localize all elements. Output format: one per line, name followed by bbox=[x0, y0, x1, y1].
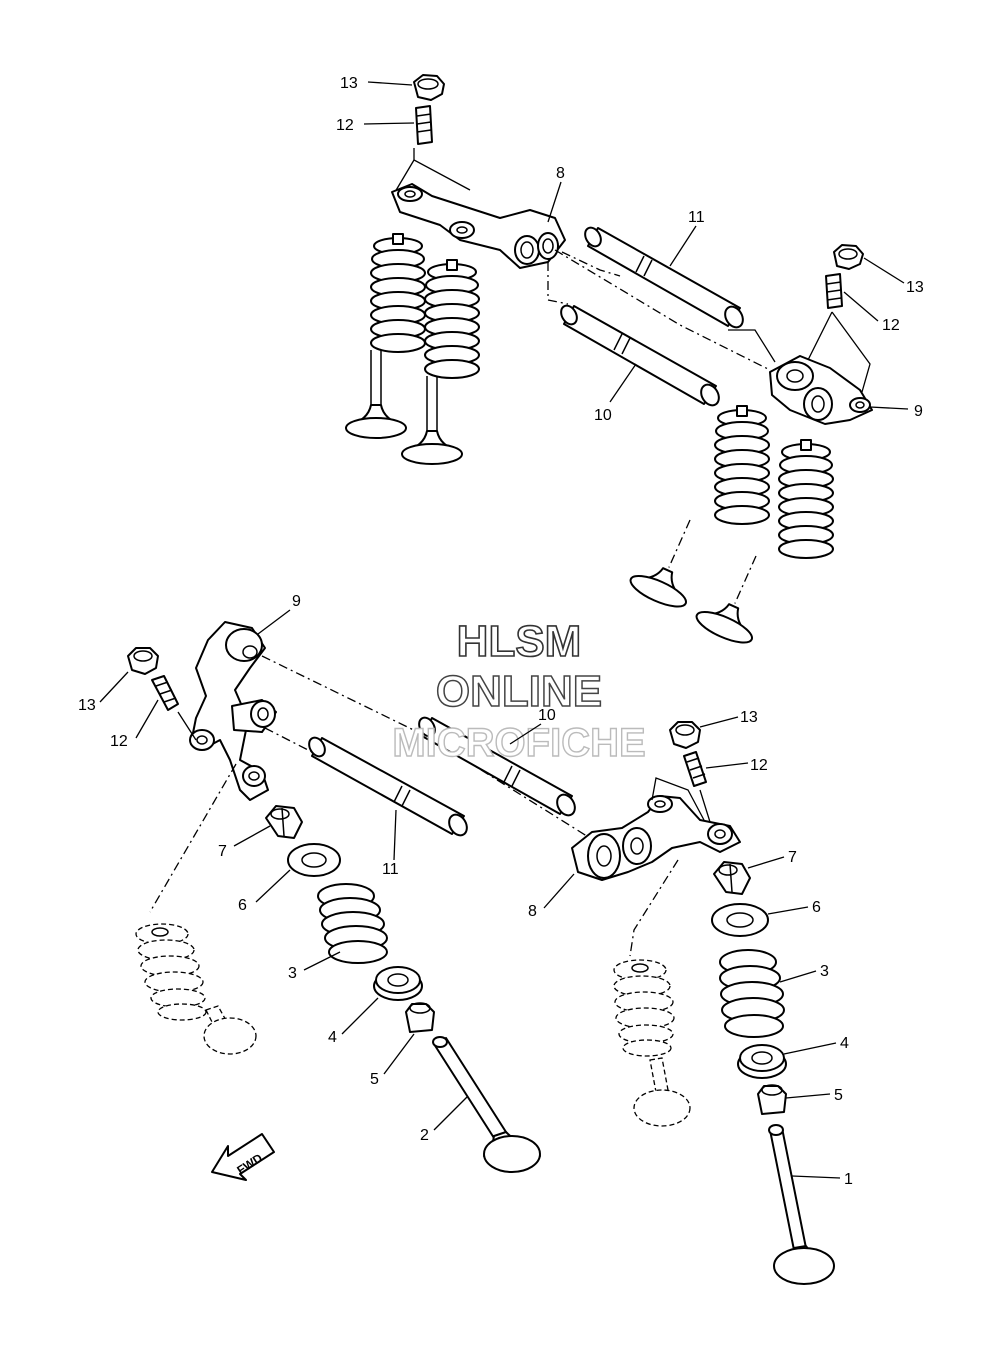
spring-3-right bbox=[719, 949, 785, 1038]
watermark-line-1: HLSM bbox=[457, 617, 582, 666]
callout-12-left: 12 bbox=[110, 733, 128, 750]
callout-10-mid: 10 bbox=[538, 707, 556, 724]
callout-3-left: 3 bbox=[288, 965, 297, 982]
rocker-shaft-11-top bbox=[584, 226, 744, 329]
retainer-6-left bbox=[287, 843, 341, 877]
valve-1-right bbox=[768, 1124, 835, 1285]
rocker-shaft-11-left bbox=[308, 736, 468, 837]
callout-6-left: 6 bbox=[238, 897, 247, 914]
retainer-6-right bbox=[711, 903, 769, 937]
callout-10-top: 10 bbox=[594, 407, 612, 424]
spring-set-top-right-a bbox=[714, 405, 770, 525]
callout-12-top-right: 12 bbox=[882, 317, 900, 334]
callout-2-left: 2 bbox=[420, 1127, 429, 1144]
callout-7-right: 7 bbox=[788, 849, 797, 866]
stud-12-top-left bbox=[415, 105, 433, 145]
callout-8-top: 8 bbox=[556, 165, 565, 182]
nut-13-top-right bbox=[833, 244, 864, 270]
callout-3-right: 3 bbox=[820, 963, 829, 980]
callout-5-right: 5 bbox=[834, 1087, 843, 1104]
callout-11-left: 11 bbox=[382, 861, 399, 878]
callout-9-left: 9 bbox=[292, 593, 301, 610]
callout-6-right: 6 bbox=[812, 899, 821, 916]
rocker-boss-left bbox=[231, 699, 277, 733]
stud-12-right bbox=[683, 751, 707, 787]
cotter-7-left bbox=[265, 805, 303, 839]
stud-12-top-right bbox=[825, 273, 843, 309]
callout-labels: 13 12 8 11 13 12 9 10 9 13 12 10 11 7 6 … bbox=[78, 75, 924, 1188]
nut-13-left bbox=[127, 647, 159, 675]
callout-11-top: 11 bbox=[688, 209, 705, 226]
valve-top-left-a bbox=[345, 349, 407, 439]
spring-seat-4-left bbox=[373, 966, 423, 1001]
rocker-shaft-10-mid bbox=[418, 716, 576, 817]
callout-8-right: 8 bbox=[528, 903, 537, 920]
valve-seal-5-left bbox=[405, 1002, 435, 1033]
spring-set-top-left-a bbox=[370, 233, 426, 353]
callout-leaders bbox=[99, 81, 909, 1179]
valve-top-right-b bbox=[695, 555, 757, 644]
lower-left-valve-train-group bbox=[127, 621, 591, 1173]
callout-13-top-right: 13 bbox=[906, 279, 924, 296]
upper-valve-train-group bbox=[345, 74, 873, 644]
callout-12-top-left: 12 bbox=[336, 117, 354, 134]
nut-13-top-left bbox=[413, 74, 445, 101]
cotter-7-right bbox=[713, 861, 751, 895]
callout-7-left: 7 bbox=[218, 843, 227, 860]
watermark-line-2: ONLINE bbox=[436, 667, 602, 716]
valve-seal-5-right bbox=[757, 1084, 787, 1115]
spring-seat-4-right bbox=[737, 1044, 787, 1079]
callout-13-top-left: 13 bbox=[340, 75, 358, 92]
spring-3-left bbox=[317, 883, 388, 964]
rocker-shaft-10-top bbox=[560, 304, 720, 407]
callout-13-left: 13 bbox=[78, 697, 96, 714]
stud-12-left bbox=[151, 675, 179, 711]
valve-top-right-a bbox=[629, 519, 691, 608]
watermark-line-3: MICROFICHE bbox=[392, 721, 645, 765]
rocker-arm-9-left bbox=[189, 621, 269, 801]
rocker-arm-9-top bbox=[769, 355, 873, 425]
valve-top-left-b bbox=[401, 375, 463, 465]
spring-set-top-left-b bbox=[424, 259, 480, 379]
rocker-arm-8-top bbox=[391, 183, 566, 269]
callout-9-top: 9 bbox=[914, 403, 923, 420]
callout-4-left: 4 bbox=[328, 1029, 337, 1046]
nut-13-right bbox=[669, 721, 701, 749]
valve-2-left bbox=[432, 1036, 541, 1173]
spring-set-ghost-left bbox=[135, 923, 257, 1055]
rocker-arm-8-right bbox=[571, 795, 741, 881]
callout-5-left: 5 bbox=[370, 1071, 379, 1088]
watermark: HLSM ONLINE MICROFICHE bbox=[392, 616, 647, 766]
spring-set-top-right-b bbox=[778, 439, 834, 559]
lower-right-valve-train-group bbox=[571, 721, 835, 1285]
callout-4-right: 4 bbox=[840, 1035, 849, 1052]
callout-13-right: 13 bbox=[740, 709, 758, 726]
arrow-fwd-icon: FWD bbox=[211, 1133, 275, 1181]
spring-set-ghost-right bbox=[613, 959, 691, 1127]
callout-12-right: 12 bbox=[750, 757, 768, 774]
callout-1-right: 1 bbox=[844, 1171, 853, 1188]
